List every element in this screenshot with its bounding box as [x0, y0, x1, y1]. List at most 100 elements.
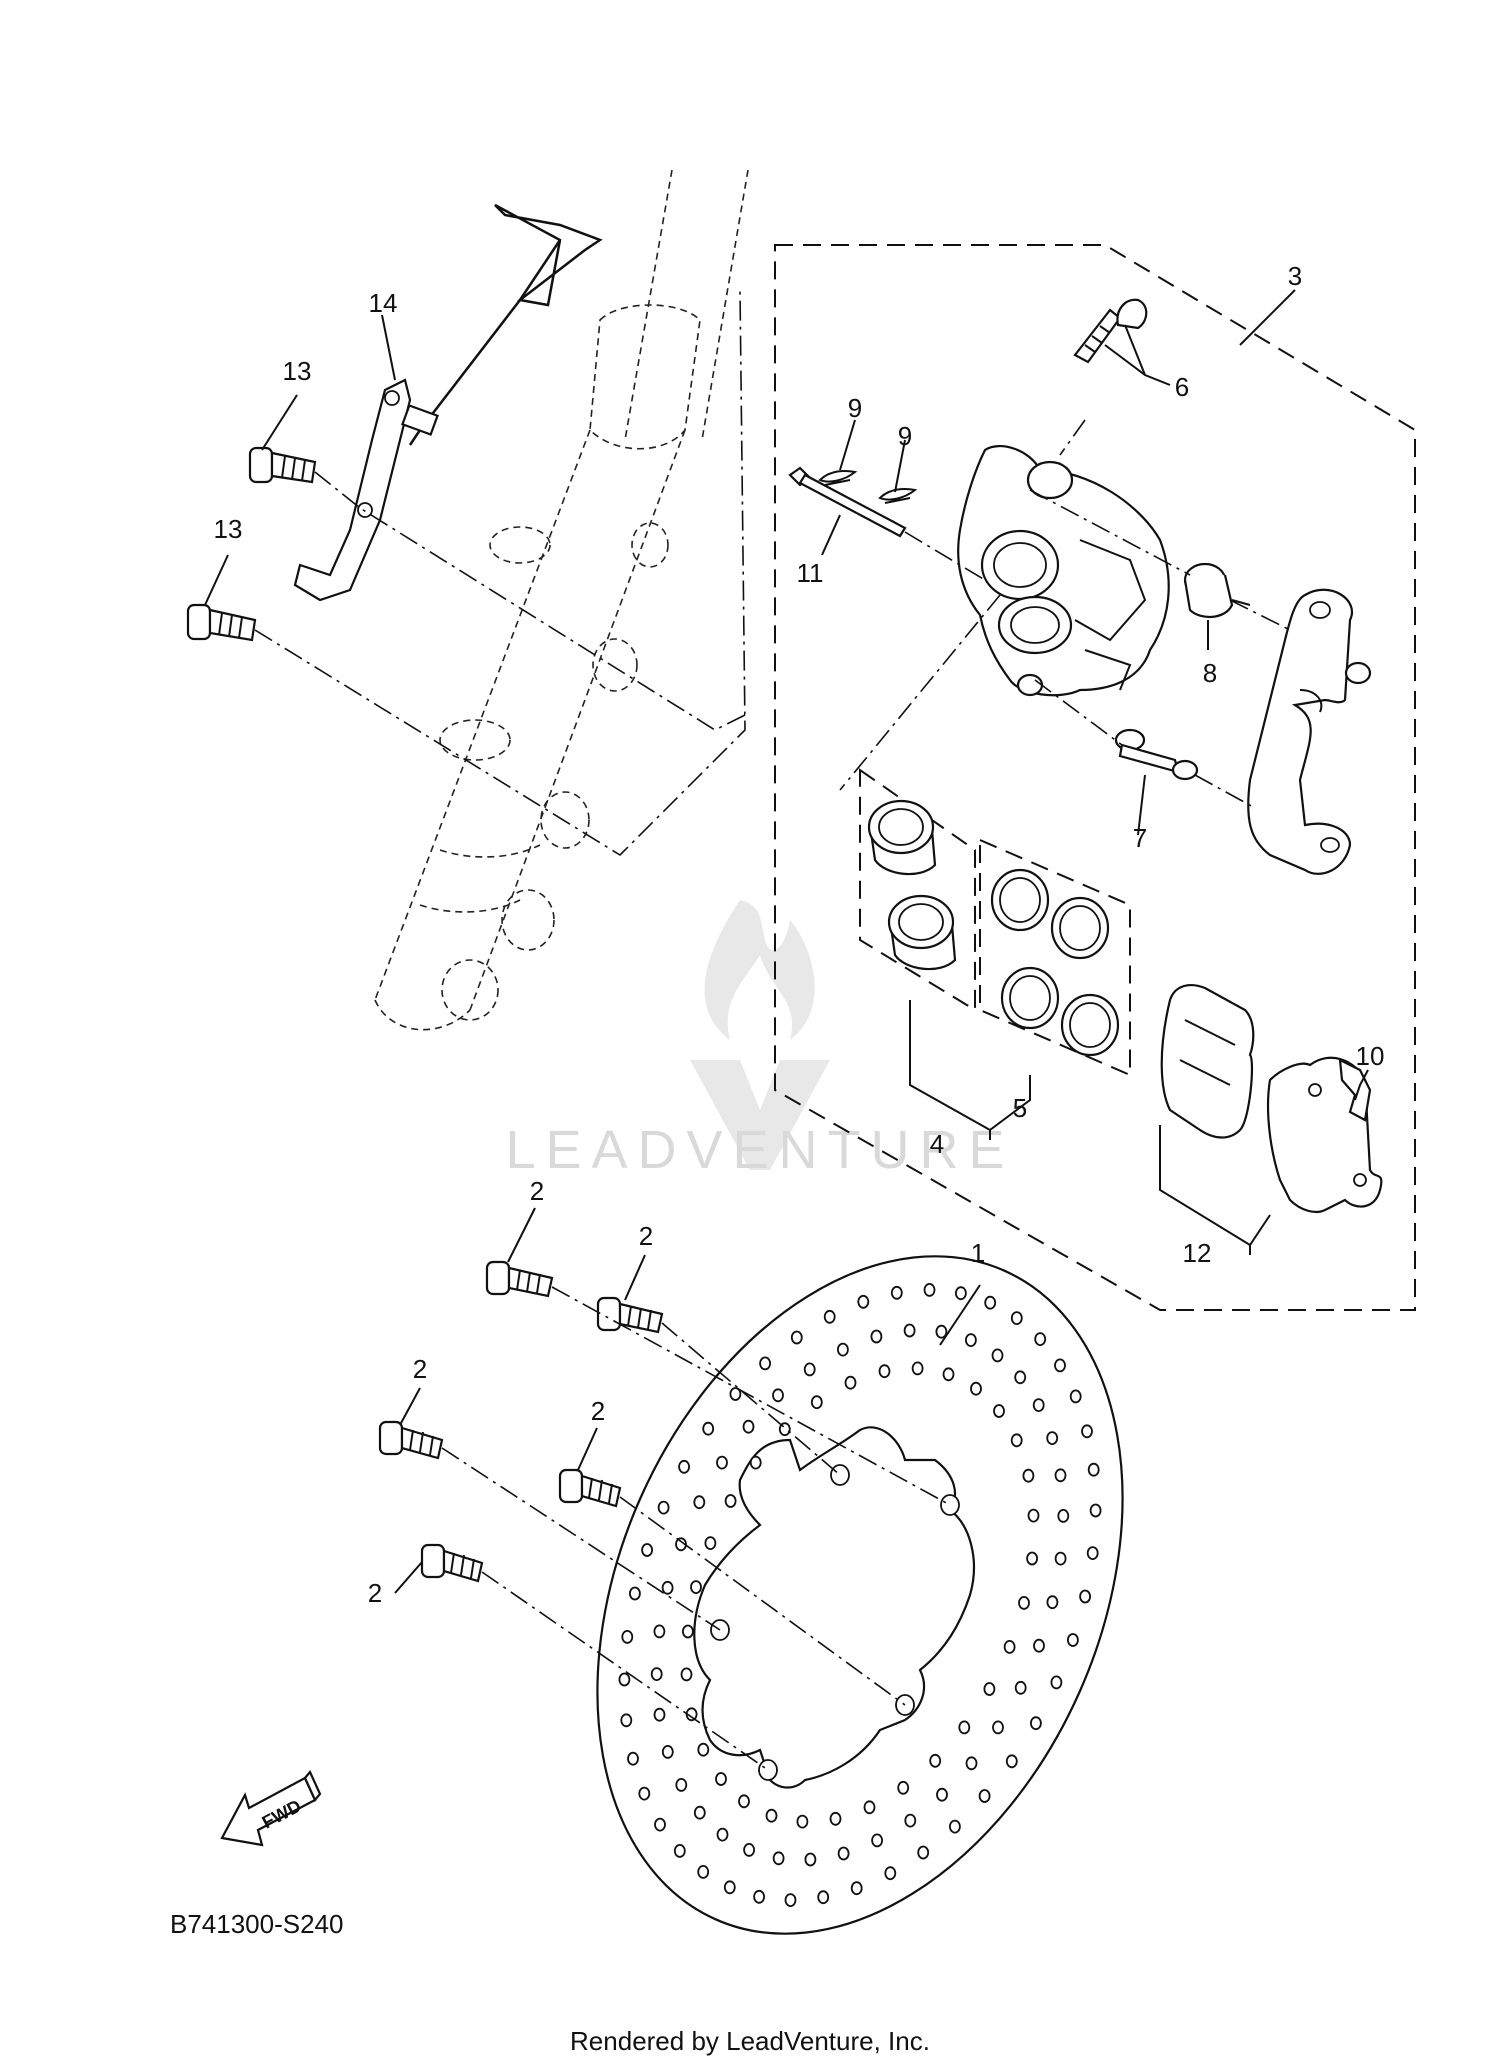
callout-2e: 2 — [368, 1578, 382, 1608]
disc-vent-hole — [772, 1388, 784, 1403]
disc-vent-hole — [749, 1455, 762, 1470]
callout-2a: 2 — [530, 1176, 544, 1206]
disc-vent-hole — [897, 1780, 910, 1795]
disc-vent-hole — [1046, 1431, 1059, 1445]
disc-vent-hole — [784, 1893, 797, 1907]
disc-vent-hole — [1054, 1468, 1067, 1483]
disc-vent-hole — [796, 1814, 809, 1829]
disc-vent-hole — [678, 1459, 690, 1474]
disc-vent-hole — [1034, 1332, 1047, 1346]
disc-vent-hole — [804, 1852, 817, 1867]
disc-vent-hole — [650, 1667, 663, 1681]
disc-vent-hole — [1003, 1640, 1016, 1654]
watermark-text: LEADVENTURE — [505, 1120, 1014, 1180]
disc-vent-hole — [1067, 1633, 1079, 1647]
disc-vent-hole — [870, 1329, 883, 1344]
callout-2b: 2 — [639, 1221, 653, 1251]
disc-vent-hole — [654, 1817, 666, 1832]
disc-vent-hole — [657, 1500, 670, 1515]
brake-caliper-body — [957, 445, 1170, 697]
disc-vent-hole — [935, 1324, 948, 1339]
align-line-caliper — [1059, 419, 1086, 456]
bolt-13-upper — [248, 446, 317, 484]
align-line-slide-pin — [1034, 679, 1256, 809]
brake-disc — [596, 1255, 1124, 1935]
disc-bolt-d — [558, 1468, 622, 1508]
align-line-13-upper — [314, 471, 746, 731]
disc-vent-hole — [1005, 1754, 1018, 1769]
piston-lower — [887, 894, 957, 971]
disc-vent-hole — [690, 1580, 702, 1594]
fwd-arrow-icon: FWD — [220, 1769, 322, 1847]
disc-vent-hole — [810, 1395, 823, 1410]
bolt-13-lower — [186, 603, 257, 642]
disc-vent-hole — [673, 1844, 686, 1858]
callout-12: 12 — [1183, 1238, 1212, 1268]
disc-vent-hole — [803, 1362, 816, 1377]
disc-vent-hole — [991, 1348, 1004, 1363]
disc-vent-hole — [697, 1742, 710, 1757]
disc-vent-hole — [1010, 1433, 1023, 1448]
disc-bolt-b — [596, 1296, 664, 1334]
disc-vent-hole — [1081, 1424, 1093, 1439]
disc-vent-hole — [878, 1364, 891, 1379]
callout-9b: 9 — [898, 421, 912, 451]
disc-vent-hole — [716, 1827, 729, 1842]
disc-vent-hole — [978, 1789, 991, 1803]
disc-vent-hole — [1027, 1508, 1040, 1523]
disc-vent-hole — [772, 1851, 785, 1866]
callout-6: 6 — [1175, 372, 1189, 402]
disc-vent-hole — [621, 1630, 634, 1644]
disc-vent-hole — [911, 1361, 924, 1376]
disc-vent-hole — [765, 1808, 778, 1823]
callout-14: 14 — [369, 288, 398, 318]
disc-vent-hole — [903, 1323, 916, 1338]
disc-vent-hole — [1022, 1468, 1035, 1483]
disc-vent-hole — [675, 1778, 688, 1792]
callout-13a: 13 — [283, 356, 312, 386]
disc-vent-hole — [1014, 1370, 1027, 1385]
disc-vent-hole — [723, 1880, 736, 1895]
disc-vent-hole — [742, 1419, 755, 1434]
clip-pin-9a — [818, 470, 858, 486]
align-line-bushing — [1029, 489, 1291, 631]
callout-10: 10 — [1356, 1041, 1385, 1071]
callout-2d: 2 — [591, 1396, 605, 1426]
cable-guide-bracket — [293, 203, 603, 602]
disc-vent-hole — [1079, 1589, 1091, 1604]
piston-group-boundary — [859, 768, 976, 1012]
disc-vent-hole — [641, 1543, 653, 1557]
disc-vent-hole — [697, 1865, 710, 1879]
disc-vent-hole — [704, 1536, 717, 1550]
disc-vent-hole — [738, 1794, 750, 1809]
disc-vent-hole — [627, 1751, 639, 1766]
disc-vent-hole — [682, 1624, 694, 1639]
disc-vent-hole — [1050, 1675, 1063, 1690]
disc-vent-hole — [929, 1753, 942, 1768]
disc-vent-hole — [759, 1356, 771, 1371]
disc-vent-hole — [923, 1283, 936, 1297]
piston-upper — [867, 799, 937, 876]
disc-vent-hole — [817, 1890, 830, 1905]
align-line-bolt-a — [551, 1286, 951, 1506]
align-line-bolt-c — [441, 1447, 721, 1631]
footer-credit: Rendered by LeadVenture, Inc. — [570, 2026, 930, 2056]
disc-vent-hole — [620, 1713, 633, 1728]
bleed-screw — [1073, 298, 1148, 364]
disc-vent-hole — [1069, 1389, 1082, 1404]
disc-vent-hole — [823, 1309, 836, 1324]
disc-bolt-e — [420, 1543, 484, 1583]
callout-1: 1 — [971, 1238, 985, 1268]
disc-vent-hole — [1086, 1546, 1099, 1560]
disc-vent-hole — [653, 1707, 666, 1722]
disc-vent-hole — [638, 1786, 651, 1801]
callout-8: 8 — [1203, 658, 1217, 688]
disc-bolt-c — [378, 1420, 444, 1460]
disc-vent-hole — [1033, 1638, 1045, 1653]
bushing — [1183, 562, 1251, 618]
disc-vent-hole — [618, 1672, 631, 1687]
disc-vent-hole — [1046, 1595, 1059, 1610]
brake-pad-kit — [1160, 984, 1383, 1214]
pad-pin — [788, 466, 907, 538]
disc-vent-hole — [917, 1845, 930, 1860]
